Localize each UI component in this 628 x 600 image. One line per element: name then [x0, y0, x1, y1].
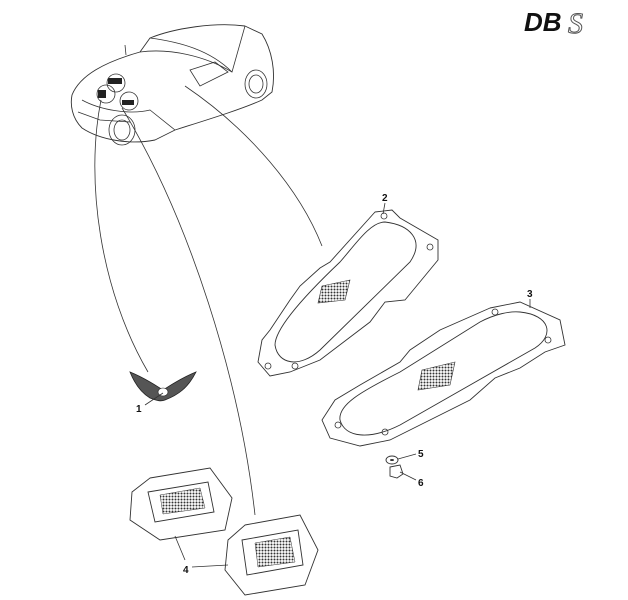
part-5-washer	[385, 455, 399, 465]
part-6-clip	[389, 464, 404, 479]
leader-line	[184, 85, 323, 247]
leader-line	[94, 99, 149, 373]
callout-2: 2	[382, 193, 388, 204]
leader-line	[121, 107, 256, 516]
callout-4: 4	[183, 565, 189, 576]
part-2-vent-plate	[257, 209, 439, 377]
part-1-wing-emblem	[129, 371, 197, 402]
callout-3: 3	[527, 289, 533, 300]
dbs-logo: DB S	[524, 7, 584, 41]
part-4-vent-grilles	[129, 467, 319, 596]
callout-1: 1	[136, 404, 142, 415]
svg-text:S: S	[568, 7, 583, 40]
callout-6: 6	[418, 478, 424, 489]
part-3-vent-plate	[321, 301, 566, 447]
svg-text:DB: DB	[524, 7, 562, 37]
car-illustration	[70, 24, 274, 146]
callout-5: 5	[418, 449, 424, 460]
